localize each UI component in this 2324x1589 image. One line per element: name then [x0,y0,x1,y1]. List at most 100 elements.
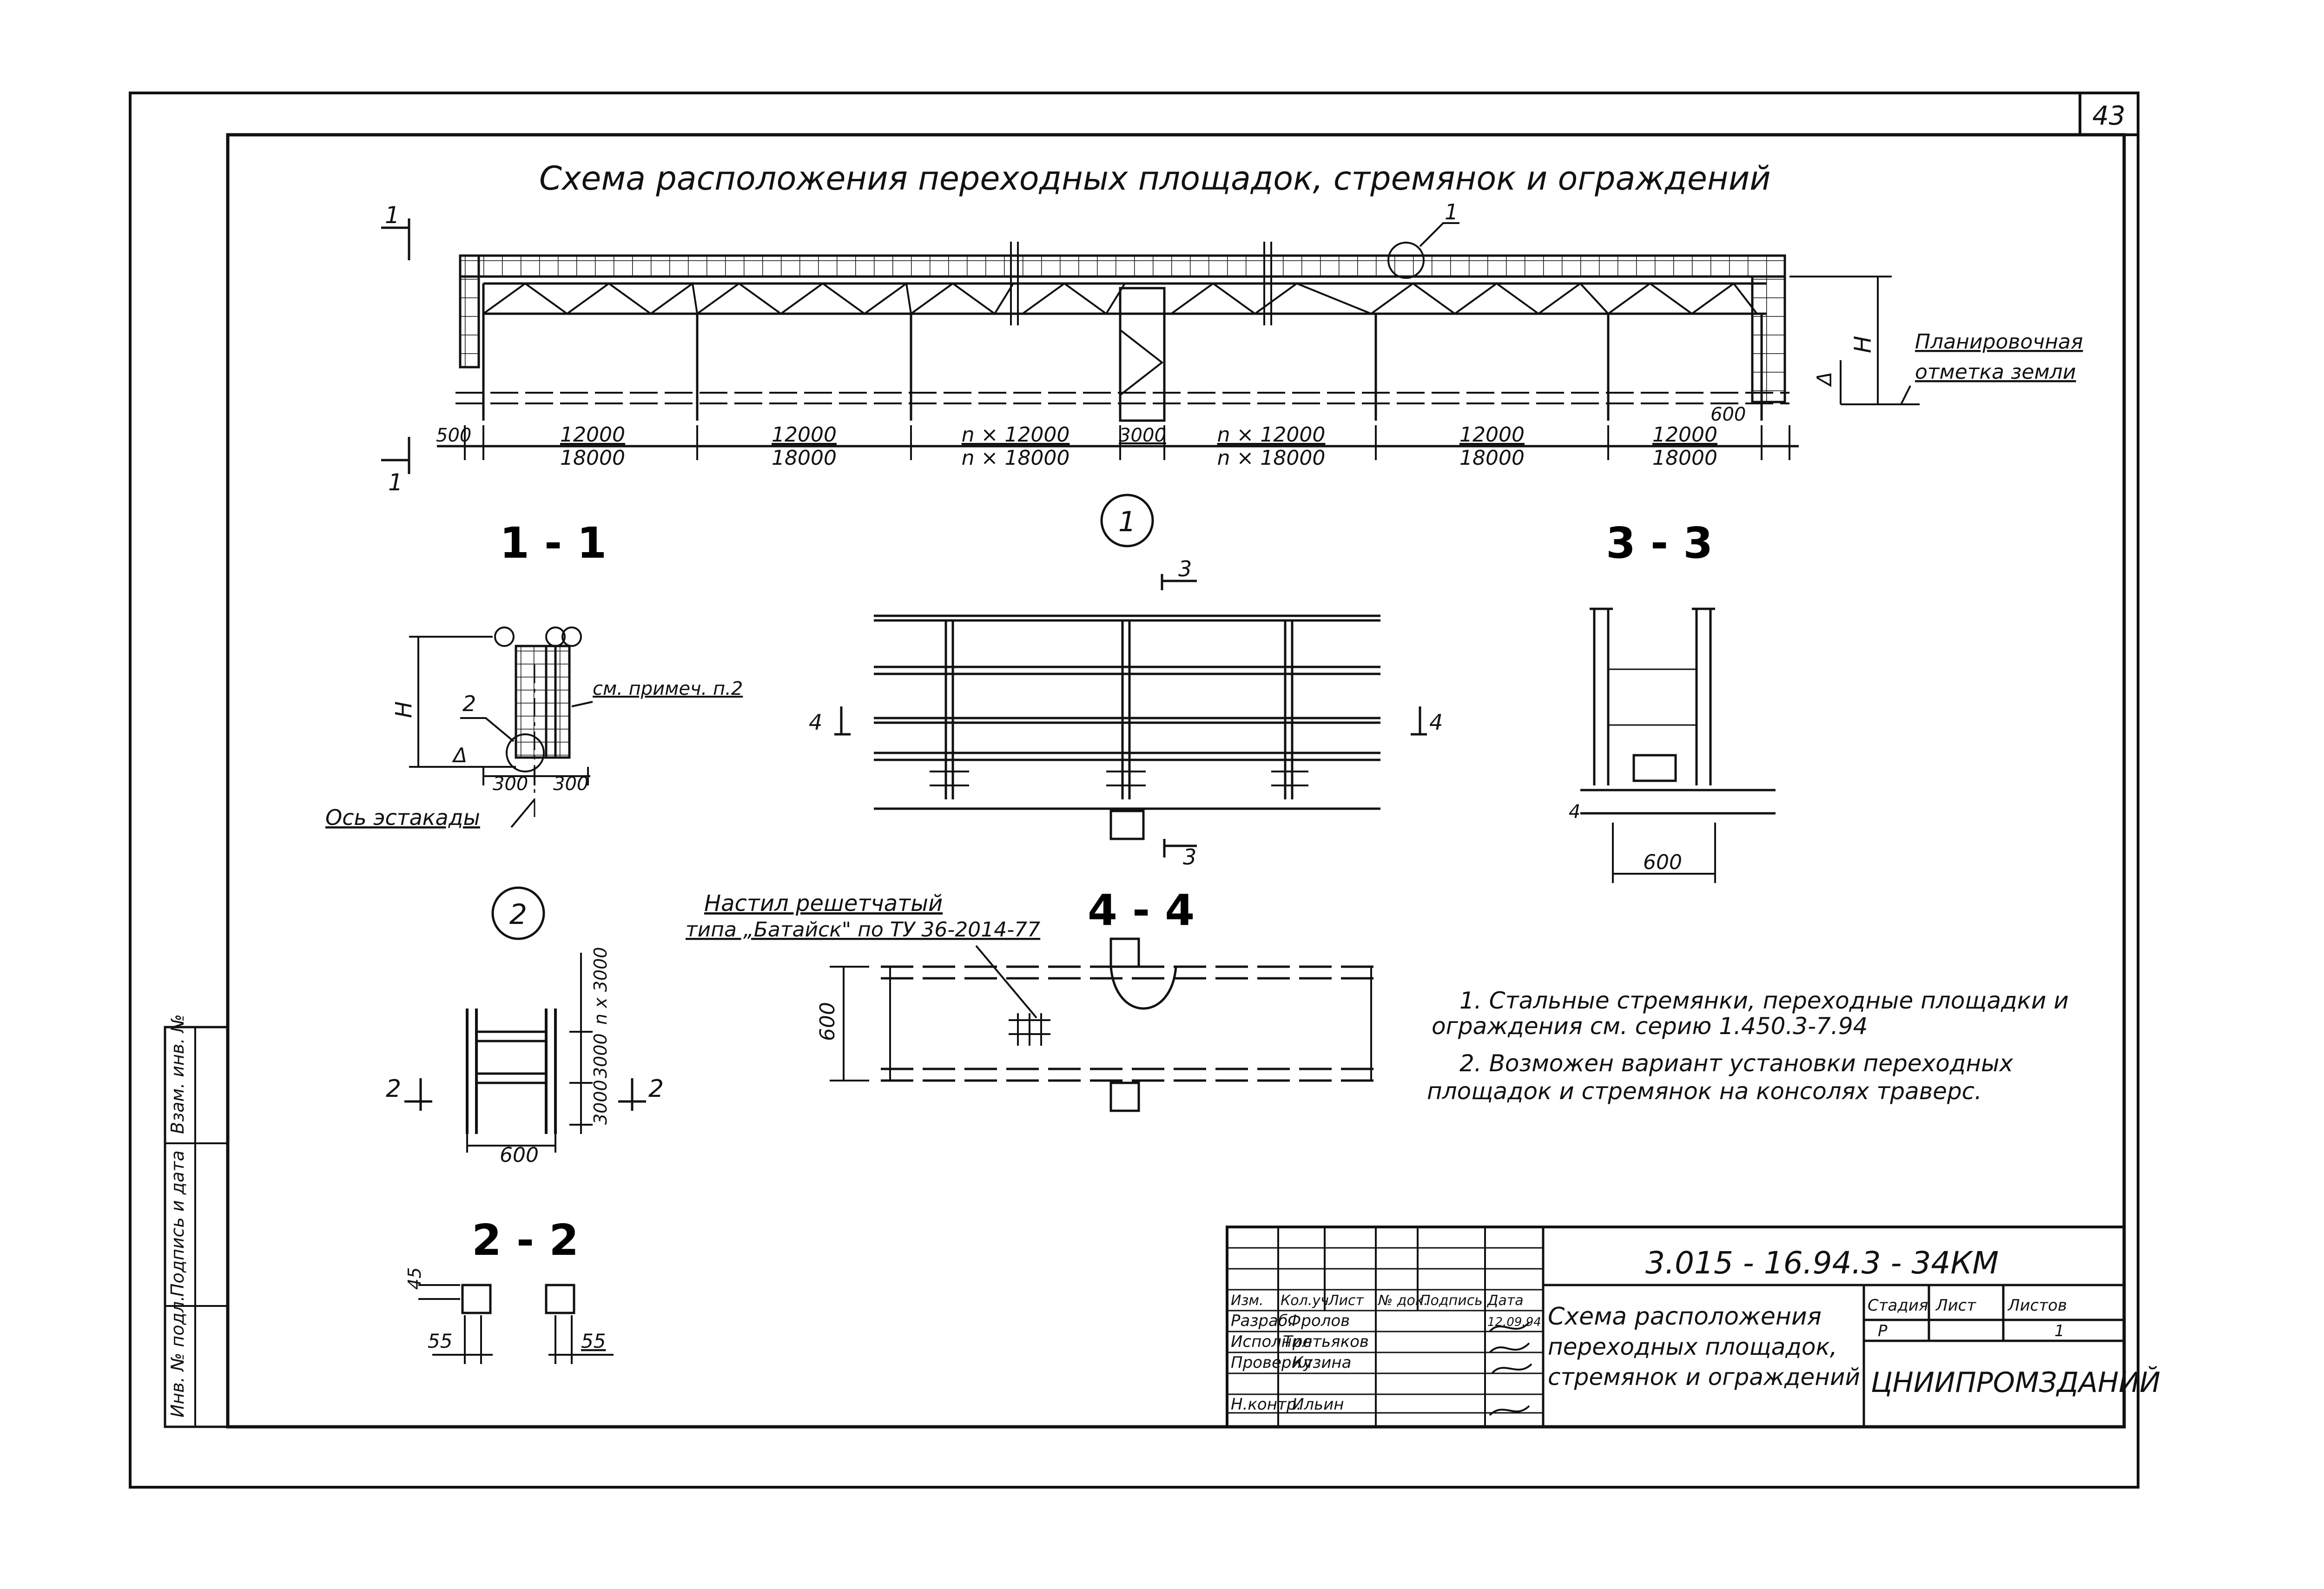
span-1-bottom: 18000 [560,446,625,470]
span-6-bottom: 18000 [1459,446,1525,470]
node-1-cut-left: 4 [809,710,822,735]
tb-stage: Р [1878,1322,1888,1340]
node-1-cut-bottom: 3 [1183,844,1196,870]
plan-callout-1: 1 [1445,199,1458,224]
page-title: Схема расположения переходных площадок, … [539,159,1771,198]
node-2-dim-2: 3000 [590,1033,611,1078]
side-stamp: Инв. № подл. Подпись и дата Взам. инв. № [164,1014,229,1428]
plan-h-label: H [1849,336,1876,353]
span-2-top: 12000 [772,423,837,447]
section-1-1-dim-left: 300 [493,773,528,795]
sheet-number: 43 [2092,101,2125,131]
tb-name-1: Фролов [1287,1312,1350,1330]
section-4-4-title: 4 - 4 [1088,885,1195,935]
side-stamp-inv: Инв. № подл. [167,1296,188,1418]
section-1-1-callout: 2 [462,691,476,716]
span-3-bottom: n × 18000 [962,446,1070,470]
section-1-1-axis-label: Ось эстакады [325,805,480,830]
section-3-3: 3 - 3 4 600 [1569,518,1776,883]
tb-header-list: Лист [1328,1292,1365,1309]
span-5-bottom: n × 18000 [1217,446,1326,470]
tb-sheet-title-1: Схема расположения [1548,1303,1822,1331]
drawing-code: 3.015 - 16.94.3 - 34КМ [1645,1245,1999,1281]
node-2-dim-1: n x 3000 [590,947,611,1025]
plan-delta-label: Δ [1813,372,1836,387]
tb-name-3: Кузина [1292,1353,1352,1372]
section-1-1-delta: Δ [452,744,467,767]
section-4-4-callout-2: типа „Батайск" по ТУ 36-2014-77 [686,918,1040,942]
tb-stage-header: Стадия [1868,1296,1928,1315]
tb-header-izm: Изм. [1231,1292,1264,1309]
tb-header-sign: Подпись [1420,1292,1483,1309]
sheet-number-box [2079,92,2139,136]
span-2-bottom: 18000 [772,446,837,470]
tb-name-4: Ильин [1292,1395,1344,1414]
tb-role-4: Н.контр. [1231,1395,1301,1414]
tb-sheets: 1 [2054,1322,2065,1340]
tb-sheet-title-2: переходных площадок, [1548,1333,1837,1360]
outer-frame [129,92,2139,1489]
tb-header-date: Дата [1486,1292,1524,1309]
node-1-cut-right: 4 [1429,710,1443,735]
tb-sheet-title-3: стремянок и ограждений [1548,1364,1860,1391]
node-2-cut-right: 2 [648,1075,664,1103]
node-1-cut-top: 3 [1178,556,1192,581]
section-1-1-dim-right: 300 [553,773,588,795]
section-3-3-title: 3 - 3 [1606,518,1713,568]
node-1: 1 3 3 4 4 [809,494,1443,870]
side-stamp-sign: Подпись и дата [167,1150,188,1297]
side-stamp-vzam: Взам. инв. № [167,1014,188,1134]
plan-section-mark-bottom: 1 [388,469,403,496]
walkway-grating [459,254,1786,278]
section-2-2: 2 - 2 45 55 55 [404,1215,614,1364]
section-4-4-dim: 600 [816,1002,839,1041]
plan-ground-label-2: отметка земли [1915,360,2076,384]
right-ladder [1751,275,1786,403]
span-7-top: 12000 [1652,423,1717,447]
tb-sheets-header: Листов [2007,1296,2067,1315]
tb-organization: ЦНИИПРОМЗДАНИЙ [1871,1366,2160,1399]
section-1-1-h: H [391,701,417,718]
plan-section-mark-top: 1 [385,202,400,229]
span-5-top: n × 12000 [1217,423,1326,447]
span-7-bottom: 18000 [1652,446,1717,470]
tb-role-1: Разраб. [1231,1312,1293,1330]
section-2-2-title: 2 - 2 [472,1215,579,1265]
span-4-top: 3000 [1119,425,1166,446]
tb-header-kol: Кол.уч [1281,1292,1329,1309]
section-3-3-dim: 600 [1643,851,1682,874]
tb-sheet-header: Лист [1935,1296,1976,1315]
inner-frame [226,133,2126,1429]
section-3-3-cut: 4 [1569,801,1580,823]
section-1-1-title: 1 - 1 [500,518,607,568]
tb-role-3: Проверил [1231,1353,1312,1372]
title-block: 3.015 - 16.94.3 - 34КМ Изм. Кол.уч Лист … [1226,1226,2160,1428]
note-line-1: 1. Стальные стремянки, переходные площад… [1459,987,2069,1014]
section-4-4: 4 - 4 Настил решетчатый типа „Батайск" п… [686,885,1380,1112]
section-2-2-dim-45: 45 [404,1267,425,1290]
node-2-cut-left: 2 [386,1075,401,1103]
node-1-label: 1 [1118,506,1136,538]
notes: 1. Стальные стремянки, переходные площад… [1427,987,2069,1105]
node-2-dim-bottom: 600 [500,1143,539,1167]
section-2-2-dim-55-right: 55 [581,1330,606,1352]
note-line-2: ограждения см. серию 1.450.3-7.94 [1432,1013,1868,1040]
note-line-3: 2. Возможен вариант установки переходных [1459,1050,2014,1077]
span-3-top: n × 12000 [962,423,1070,447]
signatures [1489,1321,1532,1416]
node-2-dim-3: 3000 [590,1080,611,1125]
section-4-4-callout-1: Настил решетчатый [704,890,943,916]
plan-dim-600: 600 [1710,404,1746,425]
note-line-4: площадок и стремянок на консолях траверс… [1427,1078,1982,1105]
tb-role-2: Исполнил [1231,1332,1312,1351]
node-2-label: 2 [509,898,527,931]
section-1-1: 1 - 1 H Δ 2 см. примеч. п.2 300 300 Ось … [325,518,743,830]
section-2-2-dim-55-left: 55 [428,1330,452,1352]
span-1-top: 12000 [560,423,625,447]
plan-dim-500: 500 [436,425,471,446]
node-2: 2 600 n x 3000 3000 3000 2 2 [386,886,664,1167]
span-6-top: 12000 [1459,423,1525,447]
tb-header-doc: № док. [1377,1292,1428,1309]
left-ladder [459,254,480,369]
